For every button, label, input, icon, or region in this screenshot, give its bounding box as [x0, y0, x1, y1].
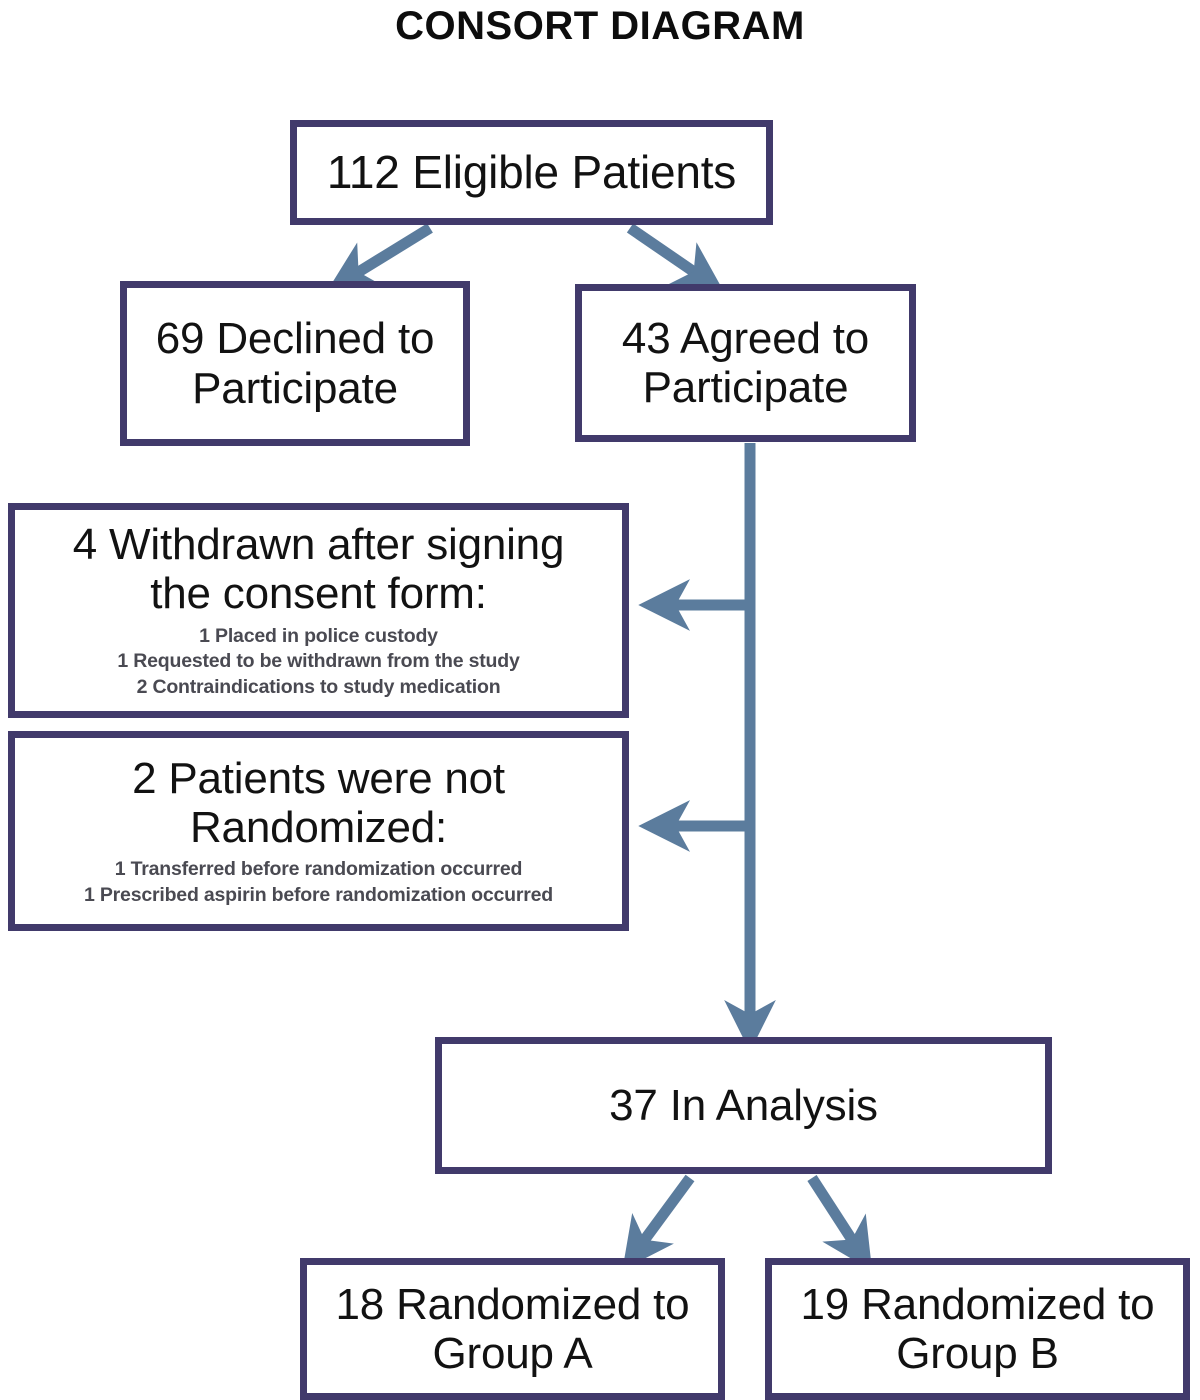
node-label: 112 Eligible Patients [326, 145, 737, 198]
node-declined-to-participate[interactable]: 69 Declined to Participate [120, 281, 470, 446]
node-label: 69 Declined to Participate [155, 314, 435, 413]
edge-eligible-to-declined [326, 223, 433, 292]
node-label: 43 Agreed to Participate [621, 313, 870, 412]
node-subline: 1 Prescribed aspirin before randomizatio… [84, 883, 553, 906]
node-sublines: 1 Transferred before randomization occur… [84, 857, 553, 908]
node-randomized-group-b[interactable]: 19 Randomized to Group B [765, 1258, 1190, 1400]
node-subline: 2 Contraindications to study medication [136, 676, 501, 699]
node-label: 18 Randomized to Group A [335, 1279, 690, 1378]
node-patients-not-randomized[interactable]: 2 Patients were not Randomized: 1 Transf… [8, 731, 629, 931]
node-sublines: 1 Placed in police custody 1 Requested t… [117, 624, 519, 701]
node-label: 2 Patients were not Randomized: [132, 753, 505, 852]
node-label: 19 Randomized to Group B [800, 1279, 1155, 1378]
node-subline: 1 Requested to be withdrawn from the stu… [117, 650, 520, 673]
node-label: 37 In Analysis [609, 1080, 878, 1130]
node-in-analysis[interactable]: 37 In Analysis [435, 1037, 1052, 1174]
edge-analysis-to-group-a [622, 1174, 695, 1270]
node-withdrawn-after-consent[interactable]: 4 Withdrawn after signing the consent fo… [8, 503, 629, 718]
node-label: 4 Withdrawn after signing the consent fo… [72, 520, 565, 619]
node-agreed-to-participate[interactable]: 43 Agreed to Participate [575, 284, 916, 442]
page-title: CONSORT DIAGRAM [395, 4, 805, 48]
node-subline: 1 Placed in police custody [199, 624, 438, 647]
node-eligible-patients[interactable]: 112 Eligible Patients [290, 120, 773, 225]
node-randomized-group-a[interactable]: 18 Randomized to Group A [300, 1258, 725, 1400]
edge-eligible-to-agreed [626, 223, 725, 293]
edge-analysis-to-group-b [807, 1175, 873, 1271]
node-subline: 1 Transferred before randomization occur… [114, 858, 523, 881]
